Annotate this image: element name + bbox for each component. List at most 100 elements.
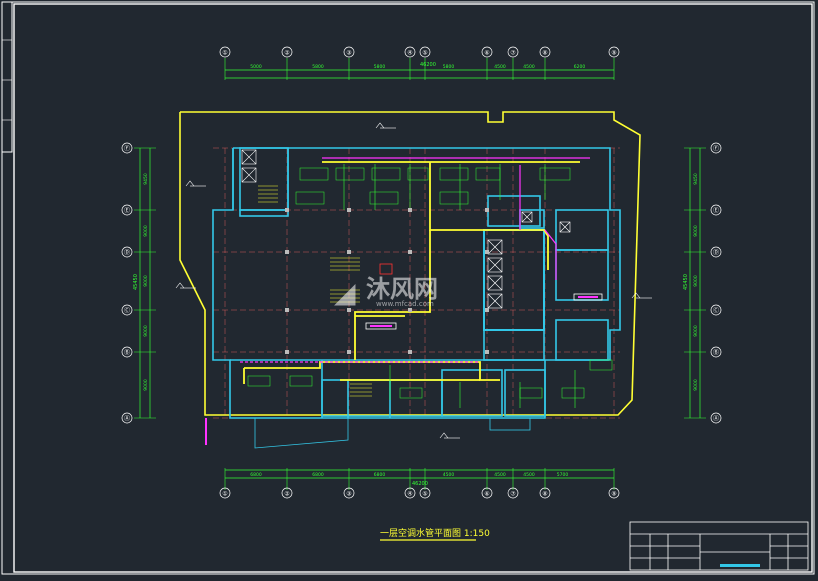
- column-dot: [347, 250, 351, 254]
- grid-label-left: Ⓒ: [124, 307, 130, 315]
- binding-strip: [1, 1, 13, 153]
- dim-left: 9450: [143, 173, 149, 185]
- column-dot: [347, 350, 351, 354]
- total-dim-left: 45450: [133, 274, 139, 290]
- column-dot: [485, 308, 489, 312]
- watermark-brand: 沐风网: [366, 275, 438, 303]
- column-dot: [347, 208, 351, 212]
- column-dot: [285, 208, 289, 212]
- column-dot: [347, 308, 351, 312]
- grid-label-bottom: ②: [284, 491, 290, 498]
- drawing-title: 一层空调水管平面图 1:150: [380, 527, 490, 539]
- grid-bubble-bottom: [481, 487, 493, 499]
- grid-bubble-bottom: [343, 487, 355, 499]
- column-dot: [485, 350, 489, 354]
- site-boundary: [179, 111, 641, 416]
- left-dimension-chain: 45450: [133, 148, 151, 418]
- top-dimension-chain: 46200: [225, 62, 614, 79]
- stair-hatching: [241, 149, 571, 309]
- column-dot: [408, 308, 412, 312]
- grid-label-right: Ⓔ: [713, 207, 719, 215]
- right-dimension-chain: 45450: [683, 148, 701, 418]
- grid-bubble-left: [121, 204, 133, 216]
- dim-bottom: 6800: [312, 472, 324, 478]
- column-dot: [408, 250, 412, 254]
- grid-label-left: Ⓑ: [124, 349, 130, 357]
- grid-bubble-right: [710, 246, 722, 258]
- grid-label-top: ⑥: [484, 50, 489, 57]
- dim-bottom: 4500: [523, 472, 535, 478]
- dim-top: 5800: [443, 64, 455, 70]
- grid-bubble-right: [710, 304, 722, 316]
- grid-label-right: Ⓓ: [713, 249, 719, 257]
- grid-label-top: ③: [346, 50, 351, 57]
- grid-label-left: Ⓐ: [124, 415, 130, 423]
- dim-top: 5800: [312, 64, 324, 70]
- dim-bottom: 6800: [250, 472, 262, 478]
- grid-bubble-bottom: [281, 487, 293, 499]
- grid-label-bottom: ⑤: [422, 491, 427, 498]
- bottom-dimension-chain: 46200: [225, 469, 614, 487]
- column-dot: [408, 208, 412, 212]
- grid-bubble-top: [219, 46, 231, 58]
- drawing-title-block: 一层空调水管平面图 1:150: [380, 527, 490, 541]
- building-walls: [212, 147, 621, 419]
- watermark-url: www.mfcad.com: [376, 300, 434, 308]
- column-dot: [485, 250, 489, 254]
- grid-bubble-top: [608, 46, 620, 58]
- grid-bubble-top: [507, 46, 519, 58]
- dim-bottom: 4500: [494, 472, 506, 478]
- column-markers: [285, 208, 489, 354]
- grid-bubble-left: [121, 142, 133, 154]
- grid-bubble-bottom: [404, 487, 416, 499]
- grid-label-top: ⑧: [542, 50, 547, 57]
- grid-label-right: Ⓐ: [713, 415, 719, 423]
- dim-top: 6200: [574, 64, 586, 70]
- grid-label-left: Ⓕ: [124, 145, 130, 153]
- dim-right: 9000: [693, 379, 699, 391]
- dim-top: 4500: [494, 64, 506, 70]
- dim-right: 9000: [693, 275, 699, 287]
- sheet-title-block[interactable]: [629, 521, 809, 571]
- grid-label-left: Ⓔ: [124, 207, 130, 215]
- column-dot: [408, 350, 412, 354]
- grid-bubble-top: [419, 46, 431, 58]
- dim-top: 5000: [250, 64, 262, 70]
- grid-bubble-bottom: [539, 487, 551, 499]
- grid-bubble-left: [121, 304, 133, 316]
- inner-frame: [13, 3, 813, 573]
- dim-right: 9000: [693, 225, 699, 237]
- annex-outlines: [254, 417, 531, 449]
- grid-label-top: ④: [407, 50, 412, 57]
- grid-bubble-top: [539, 46, 551, 58]
- return-pipe-network: [205, 157, 590, 445]
- dim-right: 9000: [693, 325, 699, 337]
- grid-label-right: Ⓕ: [713, 145, 719, 153]
- grid-bubble-left: [121, 412, 133, 424]
- dim-left: 9000: [143, 325, 149, 337]
- total-dim-right: 45450: [683, 274, 689, 290]
- grid-label-top: ①: [222, 50, 227, 57]
- grid-bubble-bottom: [219, 487, 231, 499]
- grid-label-bottom: ⑥: [484, 491, 489, 498]
- grid-label-bottom: ⑦: [510, 491, 516, 498]
- grid-bubble-right: [710, 142, 722, 154]
- grid-bubble-top: [281, 46, 293, 58]
- grid-bubble-bottom: [419, 487, 431, 499]
- grid-bubble-bottom: [507, 487, 519, 499]
- dim-left: 9000: [143, 275, 149, 287]
- dim-left: 9000: [143, 379, 149, 391]
- grid-label-bottom: ③: [346, 491, 351, 498]
- grid-bubble-top: [481, 46, 493, 58]
- grid-label-top: ⑤: [422, 50, 427, 57]
- grid-label-bottom: ⑨: [611, 491, 616, 498]
- grid-label-right: Ⓑ: [713, 349, 719, 357]
- watermark-logo-icon: ◢: [334, 276, 356, 309]
- watermark: ◢ 沐风网 www.mfcad.com: [334, 275, 438, 309]
- level-markers: [175, 122, 652, 439]
- supply-pipe-network: [243, 161, 580, 384]
